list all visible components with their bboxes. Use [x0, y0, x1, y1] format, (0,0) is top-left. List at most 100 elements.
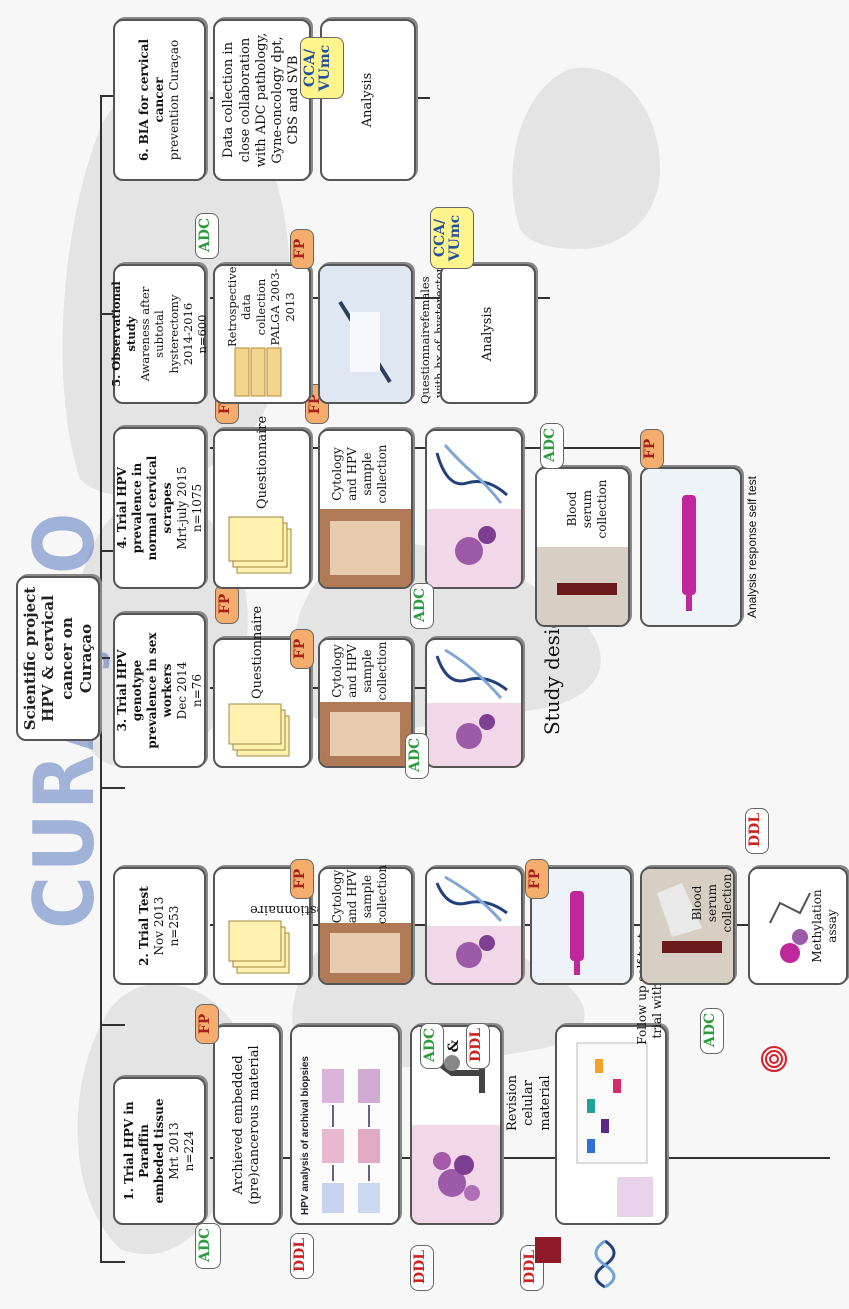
- study-3-questionnaire-stack: [228, 703, 290, 757]
- title-line-1: Scientific project: [20, 586, 39, 731]
- study-3-fp-label-2: FP: [290, 629, 314, 669]
- study-3-dna-box: [425, 638, 523, 768]
- study-3-title: 3. Trial HPV genotype: [114, 649, 144, 732]
- study-2-methylation-label: Methylation assay: [810, 889, 839, 963]
- study-1-title: 1. Trial HPV in Paraffin: [122, 1101, 151, 1201]
- study-4-cytology-photo: [320, 431, 411, 587]
- study-5-adc-label: ADC: [195, 213, 219, 259]
- study-4-self-test-device: [642, 469, 740, 625]
- study-1-hpv-analysis-box: HPV analysis of archival biopsies: [290, 1025, 400, 1225]
- cell-micrograph-and-microscope: [412, 1027, 500, 1223]
- study-2-questionnaire-stack: [228, 920, 290, 974]
- study-4-analysis-label: Analysis response self test: [745, 475, 759, 619]
- connector-c3: [100, 787, 125, 789]
- study-5-line-3: hysterectomy: [166, 294, 181, 374]
- study-3-heading: 3. Trial HPV genotype prevalence in sex …: [113, 613, 206, 768]
- study-6-analysis-text: Analysis: [359, 72, 375, 128]
- study-2-cells-and-dna: [427, 875, 521, 983]
- study-6-vumc-text: VUmc: [317, 44, 334, 92]
- study-2-blood-serum-label: Blood serum collection: [690, 873, 734, 933]
- study-5-fp-label: FP: [290, 229, 314, 269]
- study-1-revision-box: [410, 1025, 502, 1225]
- study-1-heading: 1. Trial HPV in Paraffin embeded tissue …: [113, 1077, 206, 1225]
- study-5-cca-text: CCA/: [432, 218, 448, 258]
- study-4-questionnaire-stack: [228, 516, 292, 574]
- study-3-questionnaire-box: [213, 638, 311, 768]
- study-2-adc-label-2: ADC: [700, 1008, 724, 1054]
- study-2-fp-label-3: FP: [525, 859, 549, 899]
- connector-title: [100, 657, 110, 659]
- study-1-date: Mrt 2013: [167, 1122, 181, 1180]
- study-6-cca-vumc-label: CCA/ VUmc: [300, 37, 344, 99]
- study-4-subtitle: normal cervical scrapes: [144, 455, 174, 561]
- study-2-blood-tube-photo: [642, 869, 733, 983]
- study-1-adc-label: ADC: [195, 1223, 221, 1269]
- study-4-adc-label-2: ADC: [540, 423, 564, 469]
- study-2-cytology-box: [318, 867, 413, 985]
- study-6-cca-text: CCA/: [302, 48, 318, 88]
- study-2-fp-label-1: FP: [195, 1004, 219, 1044]
- study-2-date: Nov 2013: [152, 896, 166, 956]
- study-5-n: n=600: [195, 314, 210, 354]
- study-5-retrospective-box: [213, 264, 311, 404]
- study-2-methylation-box: [748, 867, 848, 985]
- study-5-analysis-text: Analysis: [479, 306, 495, 362]
- study-2-self-test-box: [530, 867, 632, 985]
- study-3-cytology-box: [318, 638, 413, 768]
- study-4-questionnaire-label: Questionnaire: [255, 415, 270, 509]
- study-5-heading: 5. Observational study Awareness after s…: [109, 264, 210, 404]
- study-4-cells-and-dna: [427, 444, 521, 587]
- study-1-revision-text: Revision celular material: [505, 1075, 553, 1132]
- study-1-small-dna-icon: [594, 1239, 616, 1289]
- connector-c2: [100, 1024, 125, 1026]
- study-2-amp: &: [446, 1039, 462, 1053]
- study-1-n: n=224: [182, 1130, 196, 1172]
- study-5-pen-and-form-photo: [320, 266, 411, 402]
- study-4-heading: 4. Trial HPV prevalence in normal cervic…: [113, 427, 206, 589]
- study-1-ddl-label-1: DDL: [290, 1233, 314, 1279]
- study-6-title: 6. BIA for cervical cancer: [137, 38, 166, 162]
- study-6-heading: 6. BIA for cervical cancer prevention Cu…: [113, 19, 206, 181]
- study-5-date: 2014-2016: [181, 302, 196, 366]
- study-6-subtitle: prevention Curaçao: [167, 39, 181, 161]
- study-3-date: Dec 2014: [174, 661, 189, 720]
- study-1-ddl-label-2: DDL: [410, 1245, 434, 1291]
- study-3-cytology-label: Cytology and HPV sample collection: [330, 641, 389, 701]
- study-2-self-test-device: [532, 869, 630, 983]
- study-5-line-2: Awareness after subtotal: [137, 286, 167, 382]
- target-logo-icon: [761, 1046, 787, 1072]
- study-5-vumc-text: VUmc: [447, 214, 464, 262]
- connector-top-horizontal: [100, 95, 102, 1263]
- study-4-date: Mrt-july 2015: [174, 466, 189, 550]
- title-line-3: cancer on Curaçao: [58, 617, 95, 700]
- study-4-cytology-label: Cytology and HPV sample collection: [330, 444, 389, 504]
- study-2-ddl-label-2: DDL: [745, 808, 769, 854]
- study-2-cytology-photo: [320, 869, 411, 983]
- study-3-cytology-photo: [320, 640, 411, 766]
- project-title-box: Scientific project HPV & cervical cancer…: [16, 576, 100, 741]
- study-1-archived-material-box: Archieved embedded (pre)cancerous materi…: [213, 1025, 281, 1225]
- study-6-data-collection-box: Data collection in close collaboration w…: [213, 19, 311, 181]
- study-6-data-collection-text: Data collection in close collaboration w…: [221, 32, 302, 168]
- study-2-methylation-figure: [750, 869, 846, 983]
- study-4-n: n=1075: [189, 483, 204, 533]
- study-4-fp-label-3: FP: [640, 429, 664, 469]
- study-1-subtitle: embeded tissue: [152, 1098, 166, 1204]
- study-4-blood-serum-label: Blood serum collection: [565, 479, 609, 539]
- study-4-blood-serum-box: [535, 467, 630, 627]
- study-4-adc-label-1: ADC: [410, 583, 434, 629]
- study-4-dna-box: [425, 429, 523, 589]
- study-3-subtitle: prevalence in sex workers: [144, 632, 174, 749]
- study-2-cytology-label: Cytology and HPV sample collection: [330, 864, 389, 924]
- study-1-archived-material-text: Archieved embedded (pre)cancerous materi…: [230, 1045, 262, 1205]
- study-4-questionnaire-box: [213, 429, 311, 589]
- study-2-adc-label: ADC: [420, 1023, 444, 1069]
- study-2-n: n=253: [167, 905, 181, 947]
- study-3-fp-label-1: FP: [215, 584, 239, 624]
- study-5-analysis-box: Analysis: [440, 264, 536, 404]
- study-5-cca-vumc-label: CCA/ VUmc: [430, 207, 474, 269]
- study-5-retrospective-label: Retrospective data collection PALGA 2003…: [225, 266, 297, 347]
- study-3-questionnaire-label: Questionnaire: [250, 605, 265, 699]
